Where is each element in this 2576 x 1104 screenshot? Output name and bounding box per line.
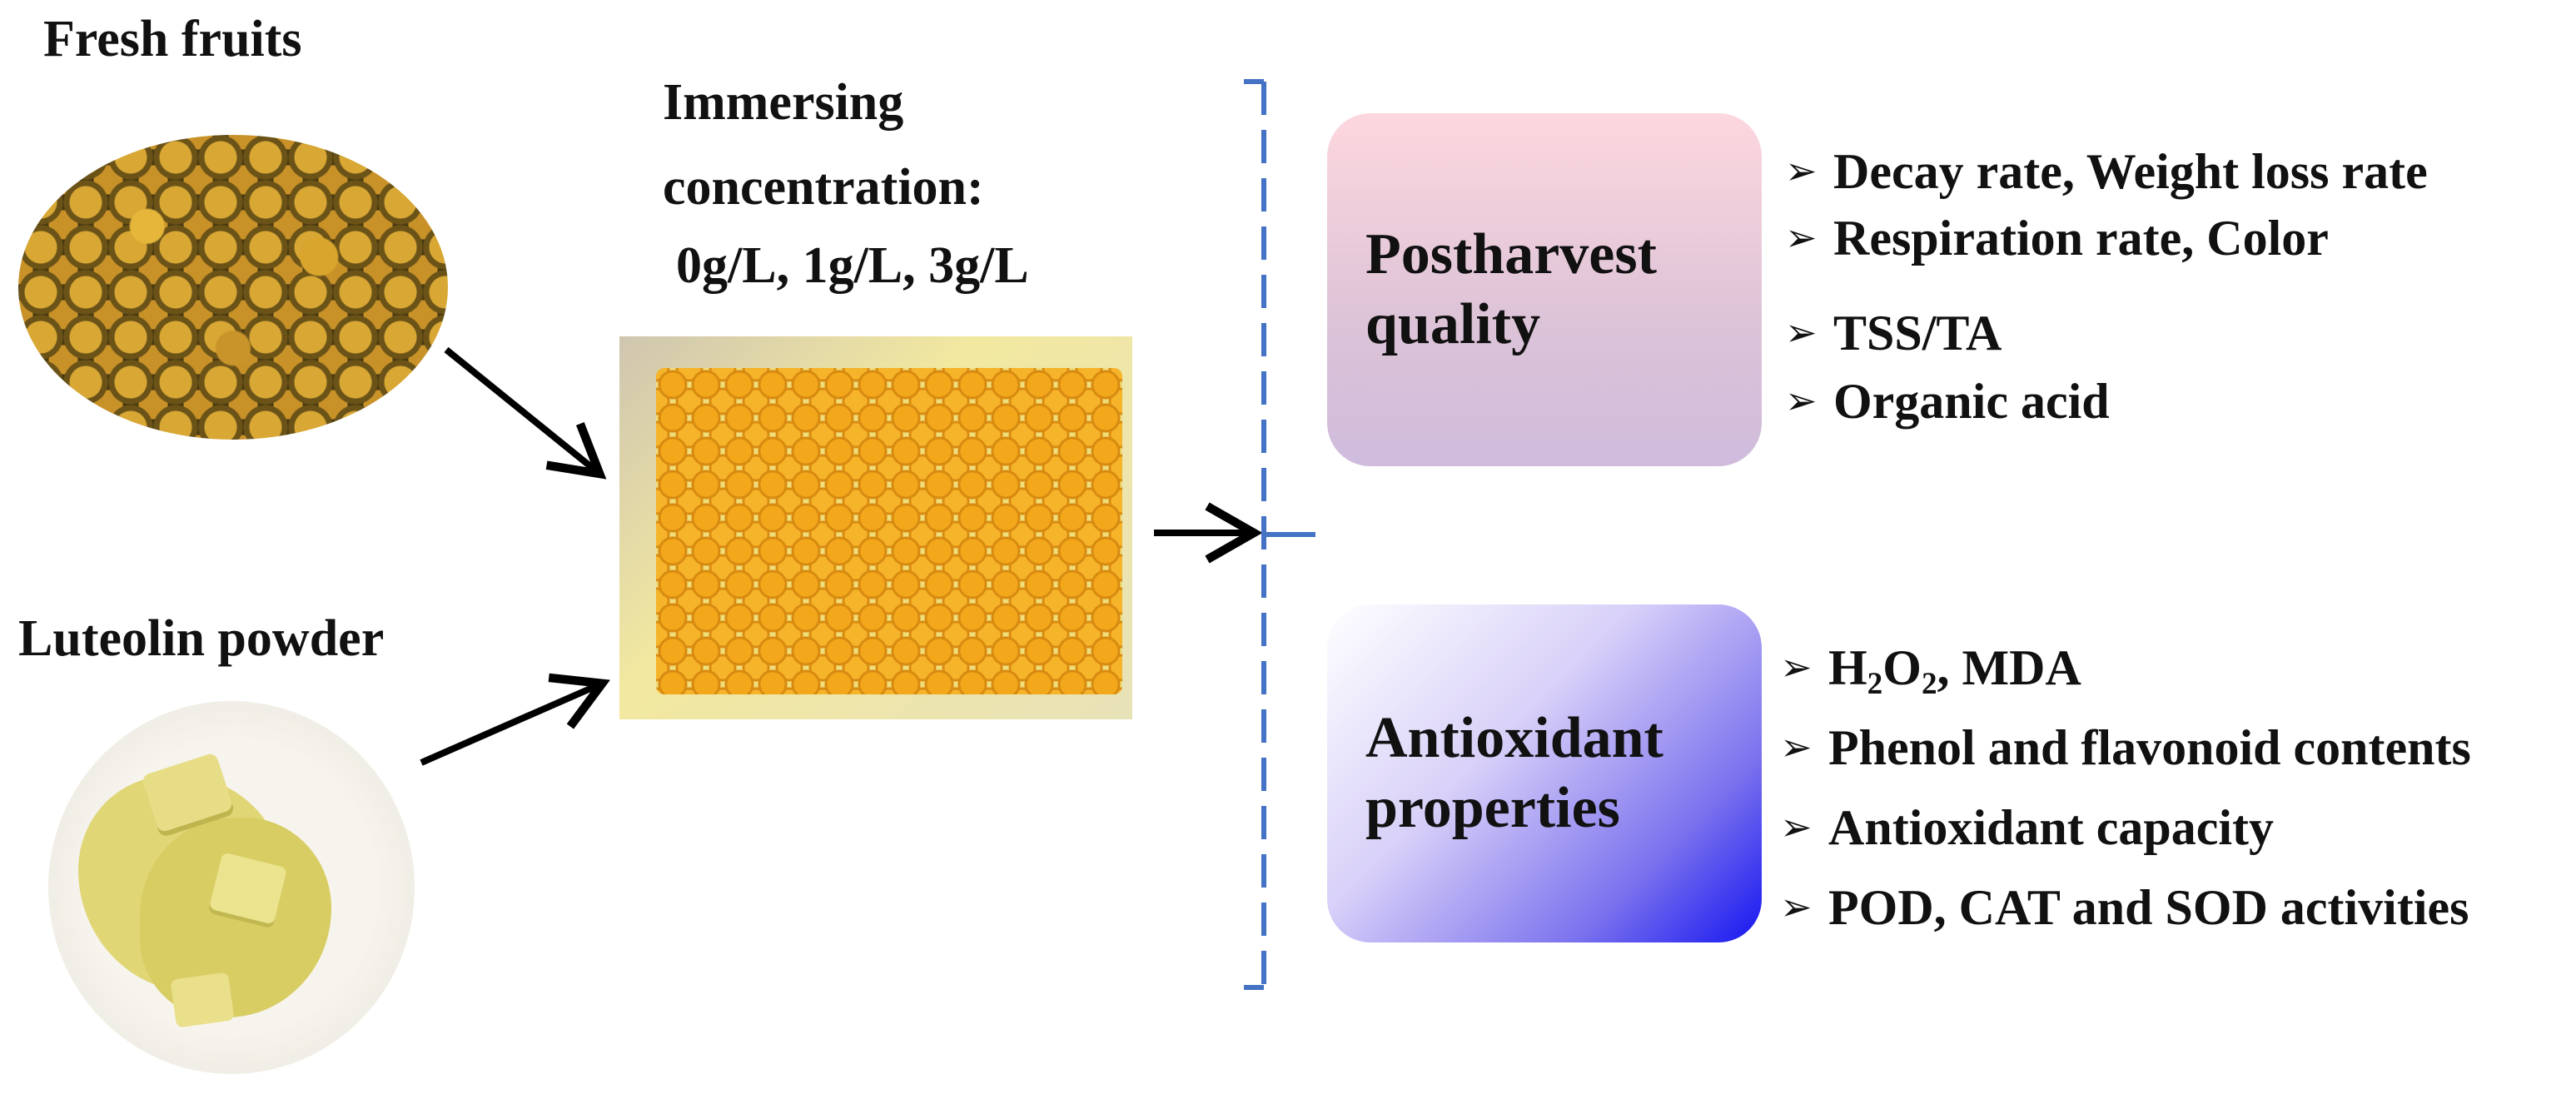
list-item: ➢ Antioxidant capacity	[1780, 803, 2274, 853]
bullet-arrow-icon: ➢	[1780, 646, 1813, 689]
list-item: ➢ H2O2, MDA	[1780, 640, 2081, 699]
bullet-arrow-icon: ➢	[1785, 216, 1818, 259]
list-item: ➢ Decay rate, Weight loss rate	[1785, 147, 2428, 196]
bullet-arrow-icon: ➢	[1780, 806, 1813, 848]
list-item: ➢ Organic acid	[1785, 376, 2110, 426]
luteolin-powder-title: Luteolin powder	[18, 610, 385, 667]
immersion-tray-photo	[619, 336, 1132, 719]
fresh-fruits-title: Fresh fruits	[43, 11, 302, 67]
list-item-text: Organic acid	[1833, 374, 2110, 429]
h2o2-rest: , MDA	[1937, 640, 2081, 695]
arrow-powder-to-tray	[420, 673, 610, 766]
list-item-text: POD, CAT and SOD activities	[1828, 880, 2469, 935]
luteolin-powder-photo	[48, 701, 415, 1074]
concentration-label: concentration:	[663, 159, 984, 216]
list-item: ➢ Phenol and flavonoid contents	[1780, 723, 2471, 773]
list-item-text: TSS/TA	[1833, 306, 2002, 361]
box-label-line: properties	[1365, 776, 1620, 840]
bracket	[1244, 79, 1315, 990]
h2o2-h: H	[1828, 640, 1867, 695]
subscript: 2	[1867, 667, 1883, 702]
list-item-text: Phenol and flavonoid contents	[1828, 720, 2471, 775]
h2o2-o: O	[1882, 640, 1922, 695]
list-item: ➢ TSS/TA	[1785, 308, 2002, 358]
list-item-text: Antioxidant capacity	[1828, 800, 2275, 855]
immersed-fruits	[656, 368, 1122, 694]
bullet-arrow-icon: ➢	[1780, 886, 1813, 928]
box-label-line: quality	[1365, 292, 1541, 356]
immersing-title: Immersing	[663, 74, 904, 131]
bullet-arrow-icon: ➢	[1785, 380, 1818, 422]
fresh-fruits-photo	[18, 135, 448, 440]
list-item: ➢ POD, CAT and SOD activities	[1780, 883, 2469, 932]
subscript: 2	[1921, 667, 1937, 702]
box-label-line: Postharvest	[1365, 222, 1657, 286]
bullet-arrow-icon: ➢	[1785, 311, 1818, 354]
bullet-arrow-icon: ➢	[1780, 726, 1813, 768]
list-item-text: Respiration rate, Color	[1833, 211, 2329, 266]
list-item-text: Decay rate, Weight loss rate	[1833, 144, 2428, 199]
list-item-text: H2O2, MDA	[1828, 640, 2081, 699]
list-item: ➢ Respiration rate, Color	[1785, 213, 2329, 263]
arrow-fruits-to-tray	[444, 346, 607, 480]
bullet-arrow-icon: ➢	[1785, 150, 1818, 192]
concentration-values: 0g/L, 1g/L, 3g/L	[676, 237, 1029, 294]
box-label-line: Antioxidant	[1365, 706, 1663, 770]
